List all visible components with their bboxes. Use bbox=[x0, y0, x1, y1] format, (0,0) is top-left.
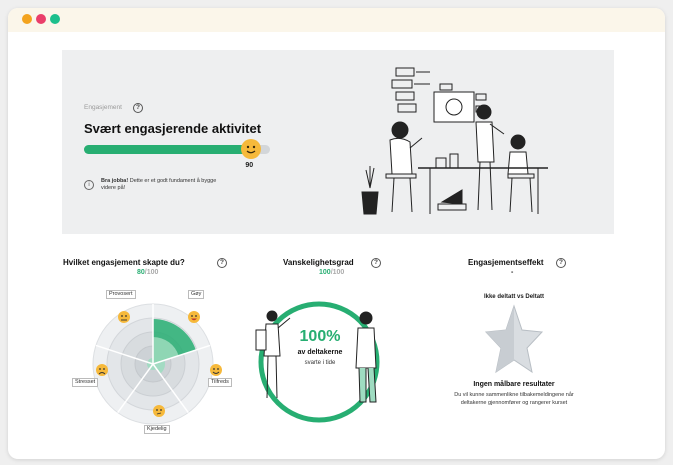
effect-comparison: Ikke deltatt vs Deltatt bbox=[434, 294, 594, 300]
completion-ring bbox=[258, 301, 380, 423]
engagement-type-score: 80/100 bbox=[137, 269, 158, 276]
info-icon: i bbox=[84, 180, 94, 190]
engagement-title: Svært engasjerende aktivitet bbox=[84, 121, 262, 136]
difficulty-title: Vanskelighetsgrad bbox=[283, 258, 354, 267]
difficulty-line2: svarte i tide bbox=[304, 360, 336, 366]
help-icon[interactable]: ? bbox=[133, 103, 143, 113]
engagement-summary-card: Engasjement ? Svært engasjerende aktivit… bbox=[62, 50, 614, 234]
label-kjedelig: Kjedelig bbox=[144, 425, 170, 434]
radar-spoke bbox=[152, 363, 189, 413]
difficulty-percent: 100% bbox=[299, 328, 341, 345]
label-tilfreds: Tilfreds bbox=[208, 378, 232, 387]
emoji-tilfreds-icon bbox=[210, 364, 222, 376]
compare-b: Deltatt bbox=[525, 294, 545, 300]
score-value: 80 bbox=[137, 269, 145, 276]
label-stresset: Stresset bbox=[72, 378, 99, 387]
effect-result-line2: deltakerne gjennomfører og rangerer kurs… bbox=[460, 400, 568, 406]
engagement-type-title: Hvilket engasjement skapte du? bbox=[63, 258, 185, 267]
engagement-label: Engasjement bbox=[84, 104, 122, 111]
effect-value: - bbox=[511, 269, 514, 276]
compare-vs: vs bbox=[517, 294, 524, 300]
emoji-goy-icon bbox=[188, 311, 200, 323]
emoji-stresset-icon bbox=[96, 364, 108, 376]
window-dot-green[interactable] bbox=[50, 14, 60, 24]
window-dot-red[interactable] bbox=[36, 14, 46, 24]
difficulty-score-max: /100 bbox=[330, 269, 345, 276]
engagement-progress-bar: 90 bbox=[84, 139, 270, 169]
difficulty-score-value: 100 bbox=[319, 269, 331, 276]
radar-spoke bbox=[117, 363, 154, 413]
smiley-happy-icon bbox=[241, 139, 262, 159]
info-message: Bra jobba! Dette er et godt fundament å … bbox=[101, 178, 231, 192]
team-meeting-illustration bbox=[361, 67, 548, 215]
info-body: Dette er et godt fundament å bygge vider… bbox=[101, 178, 217, 191]
label-provosert: Provosert bbox=[106, 290, 136, 299]
radar-spoke bbox=[95, 344, 154, 365]
app-window: Engasjement ? Svært engasjerende aktivit… bbox=[8, 8, 665, 459]
emotion-emojis bbox=[96, 311, 222, 417]
progress-value: 90 bbox=[245, 162, 254, 169]
emoji-provosert-icon bbox=[118, 311, 130, 323]
engagement-type-help-icon[interactable]: ? bbox=[217, 258, 227, 268]
window-dot-orange[interactable] bbox=[22, 14, 32, 24]
difficulty-line1: av deltakerne bbox=[297, 349, 343, 356]
radar-spoke bbox=[152, 344, 211, 365]
difficulty-illustration bbox=[255, 301, 380, 423]
title-bar bbox=[8, 8, 665, 32]
effect-result-title: Ingen målbare resultater bbox=[473, 381, 555, 388]
difficulty-score: 100/100 bbox=[319, 269, 344, 276]
compare-a: Ikke deltatt bbox=[483, 294, 516, 300]
difficulty-help-icon[interactable]: ? bbox=[371, 258, 381, 268]
engagement-radar-chart: Provosert Gøy Stresset Tilfreds Kjedelig bbox=[68, 284, 238, 444]
emoji-kjedelig-icon bbox=[153, 405, 165, 417]
effect-help-icon[interactable]: ? bbox=[556, 258, 566, 268]
score-max: /100 bbox=[144, 269, 159, 276]
star-icon bbox=[484, 304, 544, 374]
effect-title: Engasjementseffekt bbox=[468, 258, 544, 267]
label-goy: Gøy bbox=[188, 290, 205, 299]
effect-result-line1: Du vil kunne sammenlikne tilbakemeldinge… bbox=[454, 392, 574, 398]
progress-fill bbox=[84, 145, 252, 154]
info-bold: Bra jobba! bbox=[101, 178, 129, 184]
radar-sector-kjedelig bbox=[149, 364, 157, 370]
